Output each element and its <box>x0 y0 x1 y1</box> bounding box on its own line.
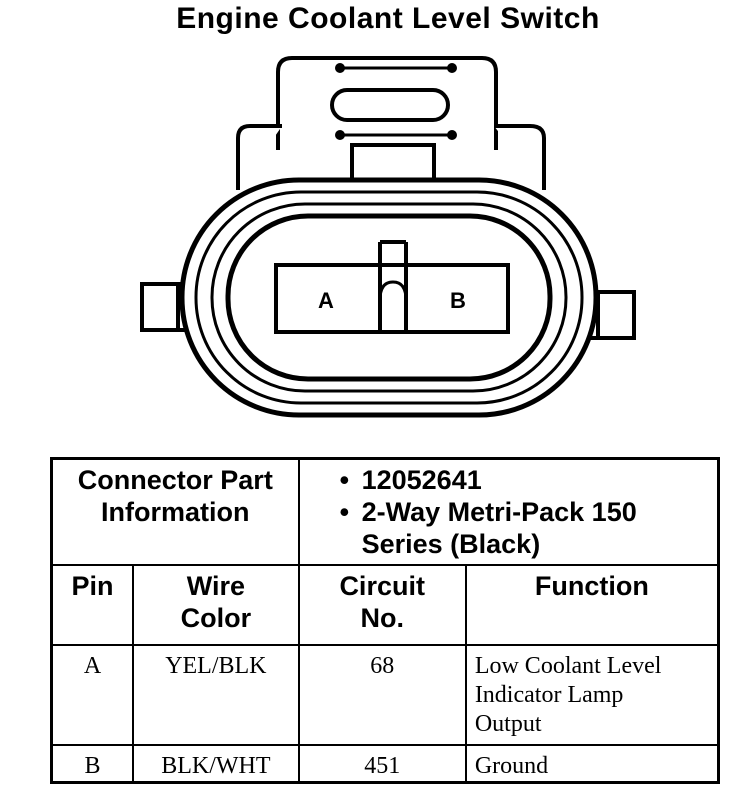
wire-color-cell: YEL/BLK <box>132 644 300 746</box>
function-line3: Output <box>474 711 542 737</box>
pin-b-label: B <box>450 288 466 313</box>
part-number-item: • 12052641 <box>340 464 717 496</box>
circuit-header-line2: No. <box>360 603 404 633</box>
diagram-title: Engine Coolant Level Switch <box>176 2 600 35</box>
wire-color-header-line2: Color <box>180 603 252 633</box>
bullet: • <box>339 497 350 527</box>
function-line1: Low Coolant Level <box>474 653 662 679</box>
pin-cell: B <box>50 744 135 784</box>
locking-tab <box>276 56 498 150</box>
description-line1: 2-Way Metri-Pack 150 <box>361 497 637 527</box>
connector-diagram: A B <box>140 56 636 418</box>
circuit-cell: 451 <box>297 744 467 784</box>
terminal-cavities <box>274 240 510 334</box>
pin-a-label: A <box>318 288 334 313</box>
part-number: 12052641 <box>361 465 482 495</box>
function-line2: Indicator Lamp <box>474 682 624 708</box>
circuit-column-header: Circuit No. <box>297 564 467 646</box>
part-info-label-line2: Information <box>101 497 250 527</box>
part-info-list: • 12052641 • 2-Way Metri-Pack 150 Series (… <box>297 457 720 566</box>
connector-info-table: Connector Part Information • 12052641 • 2-… <box>50 457 720 784</box>
column-header-row: Pin Wire Color Circuit No. Function <box>50 564 720 646</box>
function-cell: Low Coolant Level Indicator Lamp Output <box>464 644 720 746</box>
part-info-label: Connector Part Information <box>50 457 300 566</box>
pin-column-header: Pin <box>50 564 135 646</box>
circuit-header-line1: Circuit <box>339 571 425 601</box>
table-row: B BLK/WHT 451 Ground <box>50 744 720 784</box>
part-info-row: Connector Part Information • 12052641 • 2-… <box>50 457 720 566</box>
part-info-label-line1: Connector Part <box>77 465 273 495</box>
wire-color-header-line1: Wire <box>186 571 245 601</box>
function-column-header: Function <box>464 564 720 646</box>
function-header-text: Function <box>534 571 649 601</box>
pin-header-text: Pin <box>71 571 114 601</box>
bullet: • <box>339 465 350 495</box>
wire-color-cell: BLK/WHT <box>132 744 300 784</box>
description-line2: Series (Black) <box>361 529 541 559</box>
function-cell: Ground <box>464 744 720 784</box>
pin-cell: A <box>50 644 135 746</box>
circuit-cell: 68 <box>297 644 467 746</box>
wire-color-column-header: Wire Color <box>132 564 300 646</box>
description-item: • 2-Way Metri-Pack 150 <box>340 496 717 528</box>
function-line1: Ground <box>474 753 549 779</box>
table-row: A YEL/BLK 68 Low Coolant Level Indicator… <box>50 644 720 746</box>
